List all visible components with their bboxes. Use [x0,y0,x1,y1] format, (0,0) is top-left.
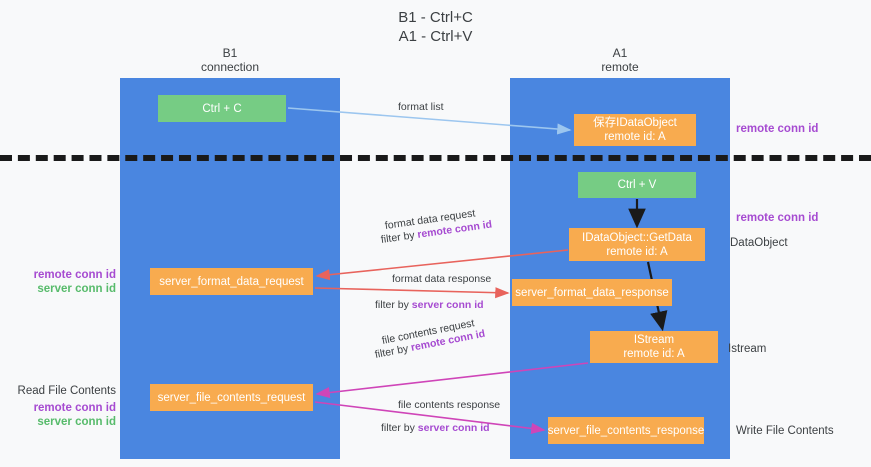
arrow-format-data-response [314,287,510,299]
title-line-1: B1 - Ctrl+C [398,9,473,26]
column-a1-name: A1 [612,46,628,60]
left-label-server-conn-id-2: server conn id [37,416,116,428]
node-istream[interactable]: IStream remote id: A [590,331,718,363]
label-fcresp-filter-prefix: filter by [381,422,418,434]
node-sfc-request-label: server_file_contents_request [157,391,306,404]
label-fcr-filter-prefix: filter by [373,342,413,361]
left-label-remote-conn-id-2: remote conn id [33,402,116,414]
node-server-format-data-response[interactable]: server_format_data_response [512,279,672,306]
label-fdresp-filter-key: server conn id [411,299,484,311]
node-getdata-line1: IDataObject::GetData [582,231,692,244]
phase-divider [0,155,871,161]
column-b1-name: B1 [222,46,238,60]
label-format-list-text: format list [398,101,444,113]
column-header-a1: A1 remote [510,46,730,74]
node-sfd-request-label: server_format_data_request [159,275,304,288]
label-fcresp-filter-key: server conn id [417,422,490,434]
node-idataobject-line1: 保存IDataObject [593,117,677,129]
node-istream-line1: IStream [633,334,675,346]
column-b1-role: connection [200,60,260,74]
node-server-file-contents-response[interactable]: server_file_contents_response [548,417,704,444]
node-istream-line2: remote id: A [623,348,685,360]
label-format-data-response-text: format data response [392,273,492,285]
left-label-group-format: remote conn id server conn id [0,268,116,296]
node-ctrl-v-label: Ctrl + V [617,179,657,191]
label-format-data-response-filter: filter by server conn id [375,298,484,312]
column-a1-role: remote [601,60,639,74]
side-label-remote-conn-id-top: remote conn id [736,123,819,135]
label-format-data-response: format data response [392,272,491,286]
label-fdresp-filter-prefix: filter by [375,299,412,311]
node-idataobject-getdata[interactable]: IDataObject::GetData remote id: A [569,228,705,261]
node-sfd-response-label: server_format_data_response [515,286,669,299]
label-file-contents-response-text: file contents response [398,399,501,411]
node-ctrl-v[interactable]: Ctrl + V [578,172,696,198]
node-ctrl-c-label: Ctrl + C [202,102,242,115]
side-label-dataobject: DataObject [730,237,788,249]
column-header-b1: B1 connection [120,46,340,74]
node-getdata-line2: remote id: A [606,245,668,258]
label-file-contents-response-filter: filter by server conn id [381,421,490,435]
side-label-istream: Istream [728,343,767,355]
label-format-list: format list [398,100,444,114]
node-sfc-response-label: server_file_contents_response [547,424,705,437]
node-idataobject-line2: remote id: A [604,131,666,143]
label-file-contents-response: file contents response [398,398,500,412]
left-label-remote-conn-id-1: remote conn id [33,269,116,281]
node-server-file-contents-request[interactable]: server_file_contents_request [150,384,313,411]
node-ctrl-c[interactable]: Ctrl + C [158,95,286,122]
side-label-remote-conn-id-mid: remote conn id [736,212,819,224]
left-label-group-file: remote conn id server conn id [0,401,116,429]
page-title: B1 - Ctrl+C A1 - Ctrl+V [0,8,871,46]
label-fdr-filter-prefix: filter by [380,228,419,246]
left-label-read-file-contents: Read File Contents [17,385,116,397]
title-line-2: A1 - Ctrl+V [398,28,473,45]
side-label-write-file-contents: Write File Contents [736,425,834,437]
left-label-server-conn-id-1: server conn id [37,283,116,295]
node-server-format-data-request[interactable]: server_format_data_request [150,268,313,295]
node-idataobject[interactable]: 保存IDataObject remote id: A [574,114,696,146]
